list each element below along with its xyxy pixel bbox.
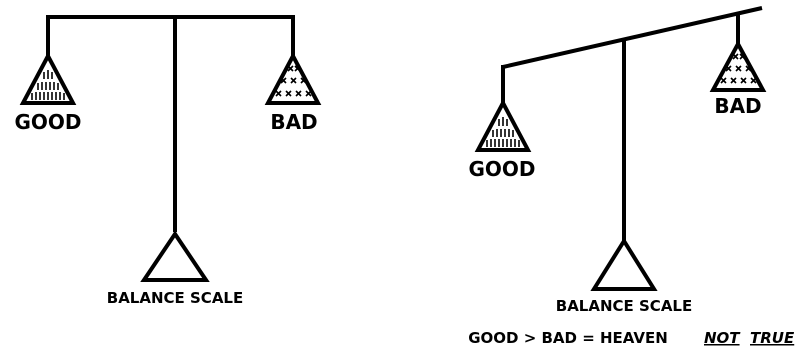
left-scale-base-triangle <box>140 230 210 282</box>
caption-equation: GOOD > BAD = HEAVEN <box>468 329 668 347</box>
right-scale-bad-pan <box>709 39 767 92</box>
left-scale-base-label: BALANCE SCALE <box>107 289 243 307</box>
caption-true-word: TRUE <box>750 329 795 347</box>
right-scale-good-label: GOOD <box>468 157 535 181</box>
left-scale-bad-label: BAD <box>270 110 317 134</box>
caption-not-word: NOT <box>704 329 741 347</box>
right-scale-beam <box>502 6 763 69</box>
left-scale-bad-pan <box>264 51 322 105</box>
left-balance-scale <box>46 15 295 282</box>
right-scale-bad-label: BAD <box>714 94 761 118</box>
left-scale-good-label: GOOD <box>14 110 81 134</box>
right-balance-scale <box>501 6 763 291</box>
left-scale-good-pan <box>19 51 77 105</box>
right-scale-base-label: BALANCE SCALE <box>556 297 692 315</box>
right-scale-good-pan <box>474 98 532 152</box>
right-scale-base-triangle <box>590 237 658 291</box>
